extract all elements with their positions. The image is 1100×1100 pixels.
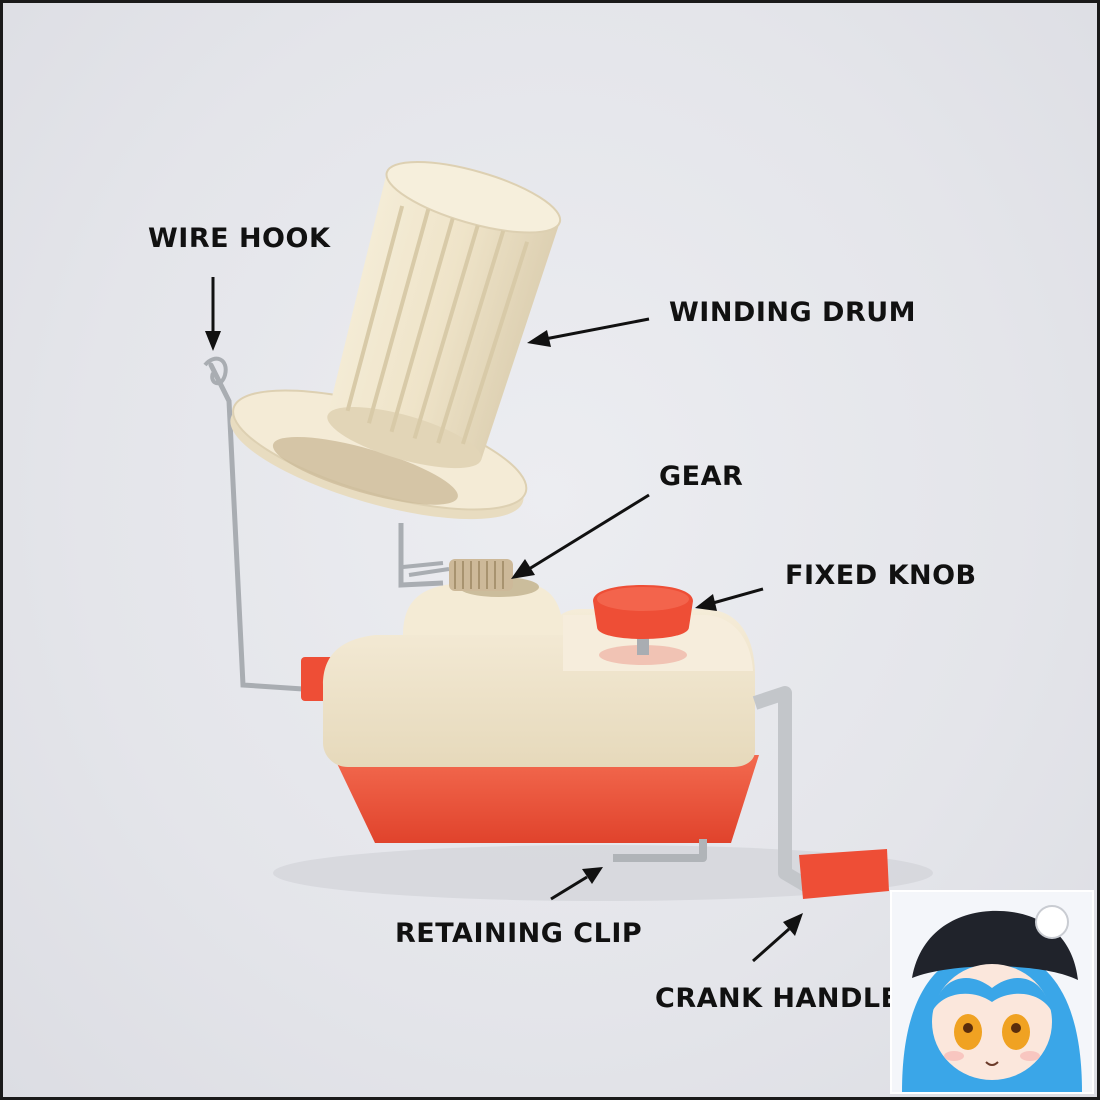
fixed-knob-arrow xyxy=(712,587,764,605)
crank-handle-arrow xyxy=(752,927,790,963)
retaining-clip-arrowhead xyxy=(582,867,603,884)
winding-drum xyxy=(327,161,562,469)
drum-ribs xyxy=(345,205,530,445)
wire-hook-arrowhead xyxy=(205,331,221,351)
spring xyxy=(402,561,450,577)
crank-grip xyxy=(799,849,889,899)
retaining-clip-label: RETAINING CLIP xyxy=(395,918,643,949)
gear-label: GEAR xyxy=(659,461,744,492)
gear-arrow xyxy=(528,493,650,571)
crank-arm xyxy=(752,686,813,894)
fixed-knob-arrowhead xyxy=(695,594,717,611)
crank-handle-arrowhead xyxy=(783,913,803,936)
gear-teeth xyxy=(454,561,504,589)
retaining-clip-arrow xyxy=(550,875,588,901)
retaining-clip xyxy=(613,839,707,862)
fixed-knob-label: FIXED KNOB xyxy=(785,560,977,591)
callout-arrows xyxy=(205,277,803,963)
gear-housing xyxy=(403,583,563,635)
winding-drum-arrowhead xyxy=(527,330,551,347)
base-bottom xyxy=(333,755,759,843)
crank-handle-label: CRANK HANDLE xyxy=(655,983,900,1014)
yarn-winder-illustration xyxy=(203,161,933,963)
floor-shadow xyxy=(273,845,933,901)
wire-hook-label: WIRE HOOK xyxy=(148,223,331,254)
gear-body xyxy=(449,559,513,591)
avatar-illustration xyxy=(892,892,1092,1092)
winding-drum-label: WINDING DRUM xyxy=(669,297,917,328)
wire-hook-loop xyxy=(203,356,228,386)
drum-gear-ring xyxy=(272,436,458,505)
fixed-knob-top xyxy=(597,587,689,611)
anime-avatar-watermark xyxy=(890,890,1094,1094)
winding-drum-arrow xyxy=(544,317,650,341)
diagram-frame: WIRE HOOK WINDING DRUM GEAR FIXED KNOB R… xyxy=(3,3,1097,1097)
gear-arrowhead xyxy=(511,559,535,579)
shaft xyxy=(398,523,444,588)
